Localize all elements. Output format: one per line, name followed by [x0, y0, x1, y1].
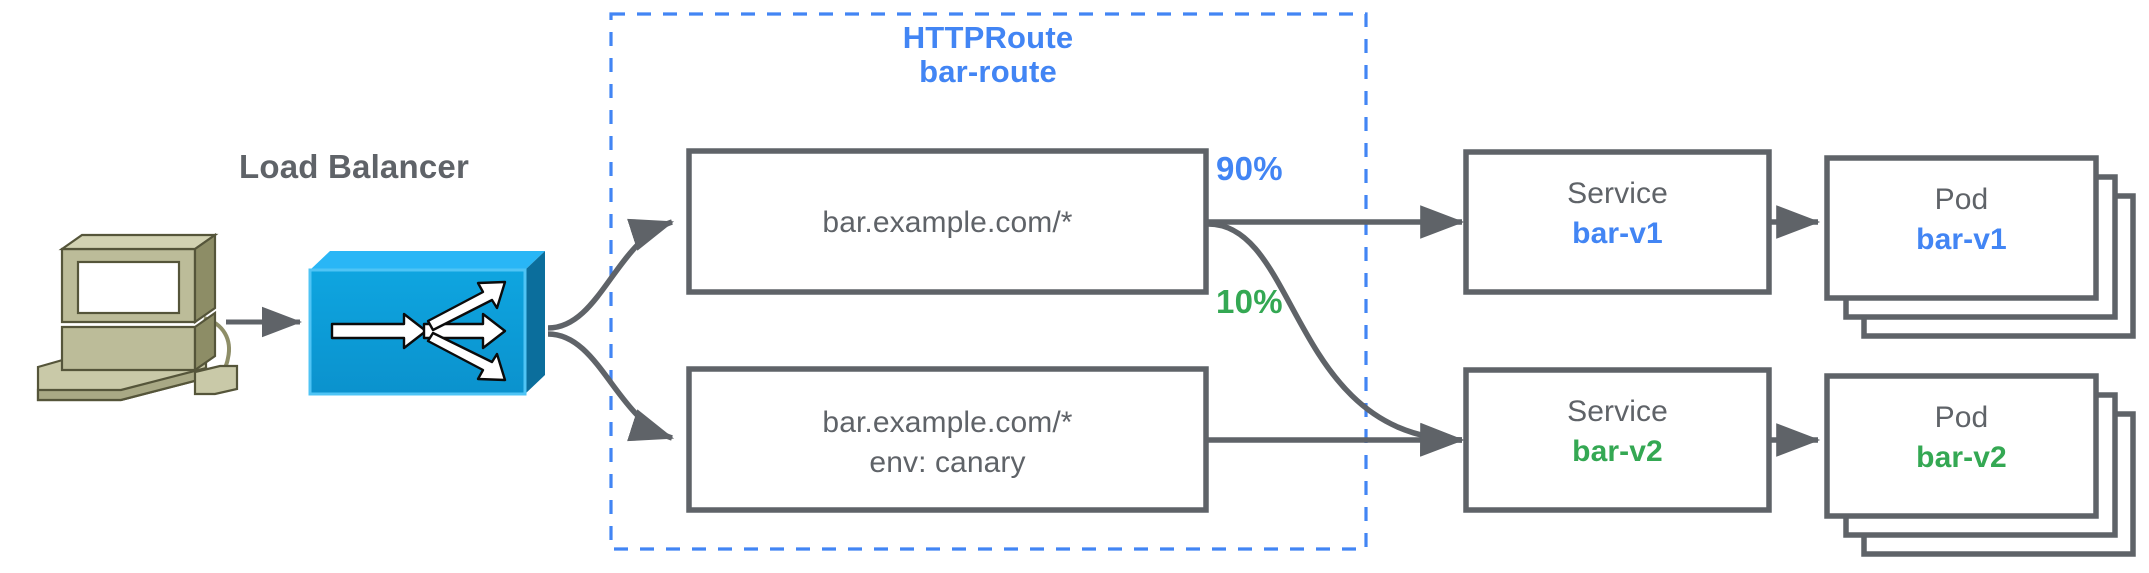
workstation-computer-icon: [36, 232, 239, 402]
pod-stack-bar-v2[interactable]: [1824, 373, 2136, 557]
edge-rule1-to-service-v2: [1207, 221, 1465, 457]
edge-lb-to-rule-2: [547, 331, 675, 442]
pod-stack-bar-v1[interactable]: [1824, 155, 2136, 339]
service-box-bar-v1[interactable]: [1463, 149, 1772, 295]
service-box-bar-v2[interactable]: [1463, 367, 1772, 513]
edge-lb-to-rule-1: [547, 218, 675, 331]
route-rule-box-1[interactable]: [686, 148, 1209, 295]
httproute-boundary: [609, 12, 1368, 551]
load-balancer-switch-icon: [308, 251, 545, 396]
route-rule-box-2[interactable]: [686, 366, 1209, 513]
